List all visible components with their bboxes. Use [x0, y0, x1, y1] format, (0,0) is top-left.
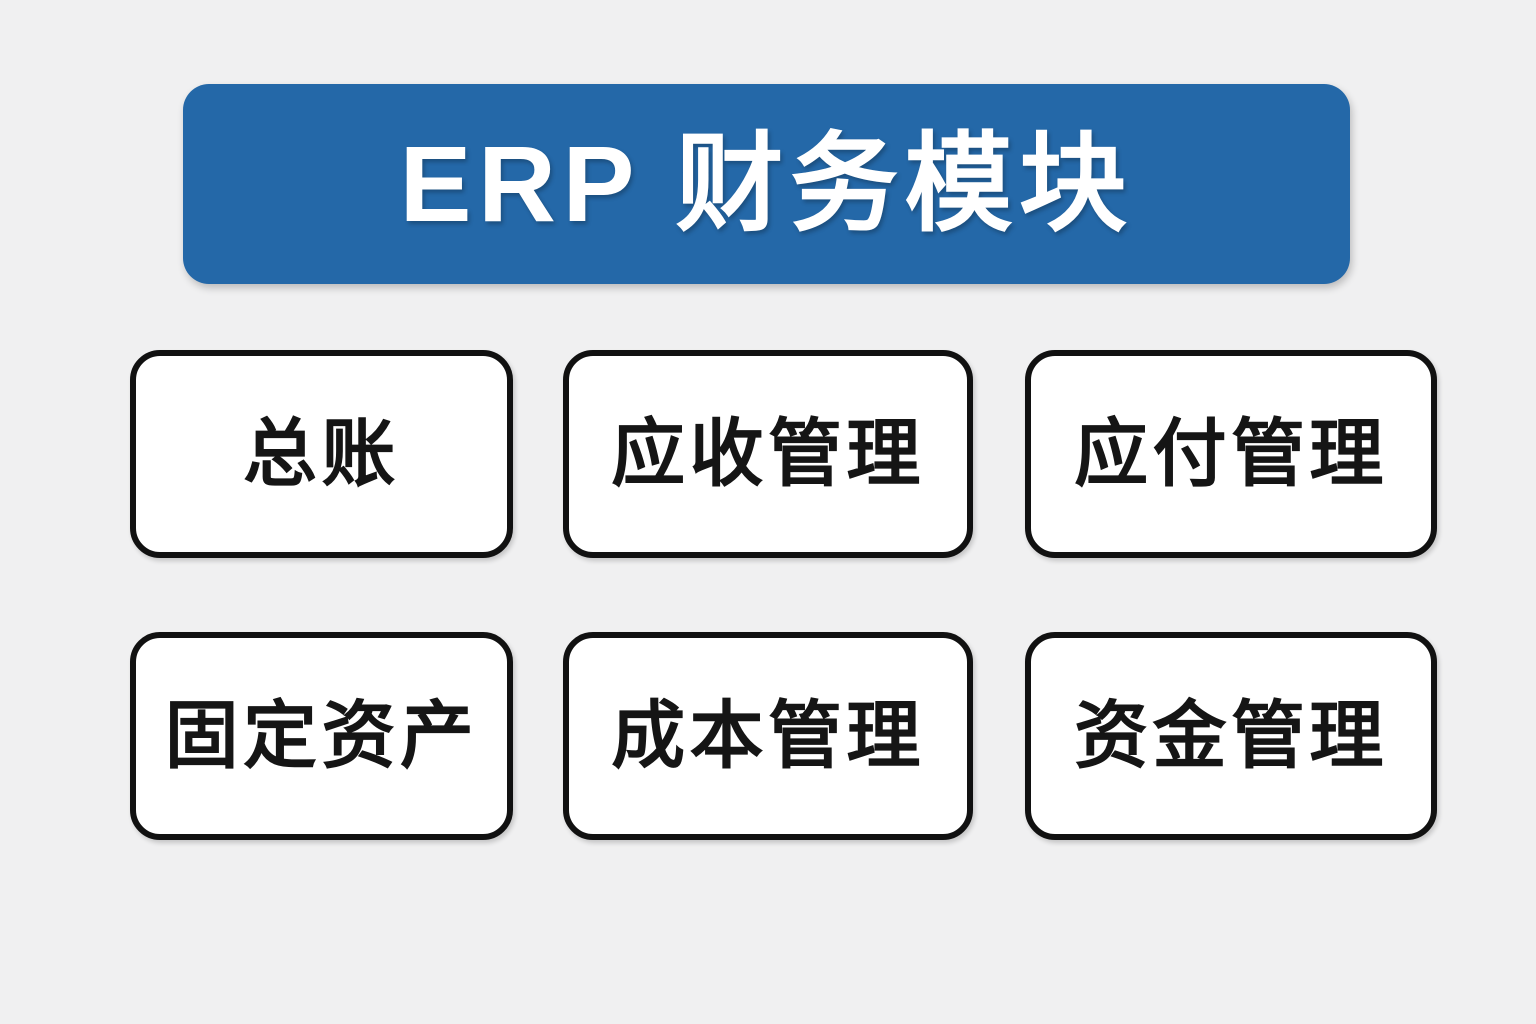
- module-box-accounts-receivable: 应收管理: [563, 350, 973, 558]
- module-label: 资金管理: [1074, 694, 1388, 777]
- module-label: 总账: [243, 412, 400, 495]
- header-banner: ERP 财务模块: [183, 84, 1350, 284]
- module-label: 应收管理: [611, 412, 925, 495]
- module-label: 固定资产: [164, 694, 479, 777]
- module-box-accounts-payable: 应付管理: [1025, 350, 1437, 558]
- module-box-general-ledger: 总账: [130, 350, 513, 558]
- module-label: 成本管理: [611, 694, 925, 777]
- diagram-title: ERP 财务模块: [399, 123, 1134, 244]
- module-box-fixed-assets: 固定资产: [130, 632, 513, 840]
- module-box-funds-management: 资金管理: [1025, 632, 1437, 840]
- module-label: 应付管理: [1074, 412, 1388, 495]
- module-box-cost-management: 成本管理: [563, 632, 973, 840]
